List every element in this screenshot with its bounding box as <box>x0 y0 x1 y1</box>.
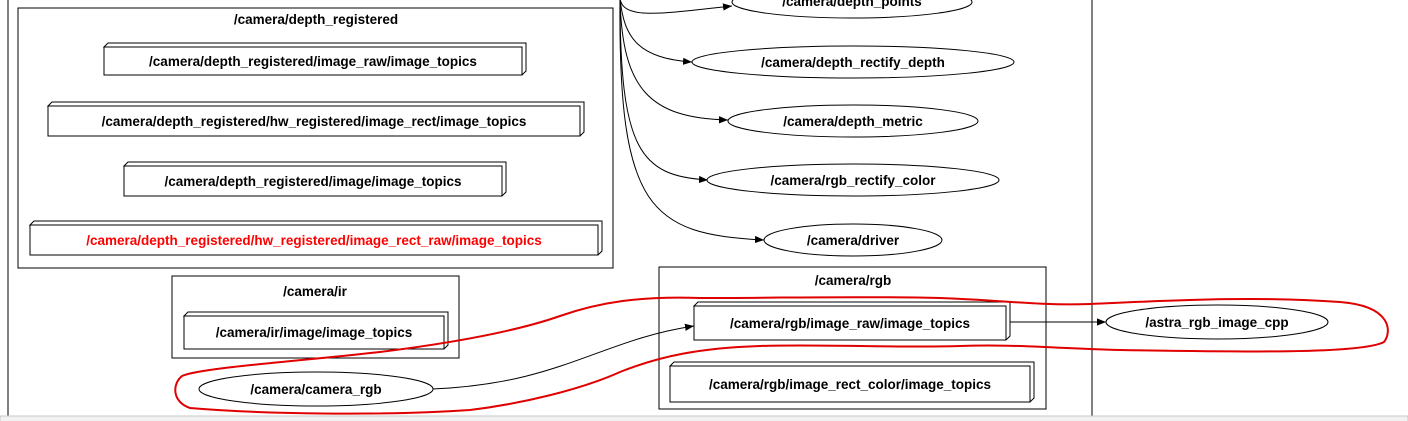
cluster-rgb-label: /camera/rgb <box>815 273 892 288</box>
topic-label: /camera/ir/image/image_topics <box>216 325 413 340</box>
cluster-depth-registered-label: /camera/depth_registered <box>234 12 398 27</box>
topic-box-dr-hw-image-rect[interactable]: /camera/depth_registered/hw_registered/i… <box>46 101 585 137</box>
topic-box-dr-hw-image-rect-raw[interactable]: /camera/depth_registered/hw_registered/i… <box>28 220 603 256</box>
node-astra-rgb-image-cpp[interactable]: /astra_rgb_image_cpp <box>1105 304 1329 340</box>
node-label: /camera/camera_rgb <box>250 382 381 397</box>
node-label: /camera/driver <box>807 233 900 248</box>
topic-box-ir-image[interactable]: /camera/ir/image/image_topics <box>182 311 449 350</box>
topic-box-dr-image-raw[interactable]: /camera/depth_registered/image_raw/image… <box>102 42 527 76</box>
node-depth-metric[interactable]: /camera/depth_metric <box>727 104 979 138</box>
edge-to-rgb-rectify-color <box>619 0 709 184</box>
topic-label: /camera/depth_registered/hw_registered/i… <box>86 233 541 248</box>
node-label: /astra_rgb_image_cpp <box>1145 315 1288 330</box>
node-camera-rgb[interactable]: /camera/camera_rgb <box>198 371 434 407</box>
node-rgb-rectify-color[interactable]: /camera/rgb_rectify_color <box>706 163 1000 197</box>
topic-box-rgb-image-raw[interactable]: /camera/rgb/image_raw/image_topics <box>692 301 1011 341</box>
edge-camera-rgb-to-image-raw <box>431 323 695 390</box>
node-label: /camera/depth_rectify_depth <box>761 55 945 70</box>
cluster-rgb: /camera/rgb <box>658 266 1047 410</box>
edge-to-driver <box>619 0 765 244</box>
node-driver[interactable]: /camera/driver <box>763 223 943 257</box>
topic-label: /camera/depth_registered/image/image_top… <box>164 174 461 189</box>
bottom-status-strip <box>0 415 1408 421</box>
node-depth-points[interactable]: /camera/depth_points <box>731 0 973 19</box>
cluster-depth-registered: /camera/depth_registered <box>17 7 614 269</box>
node-depth-rectify-depth[interactable]: /camera/depth_rectify_depth <box>691 45 1015 79</box>
edge-to-depth-metric <box>619 0 729 124</box>
edge-to-depth-points <box>619 0 733 14</box>
node-label: /camera/depth_metric <box>783 114 923 129</box>
red-annotation-outline <box>174 296 1389 415</box>
topic-box-dr-image[interactable]: /camera/depth_registered/image/image_top… <box>122 161 507 197</box>
topic-label: /camera/depth_registered/image_raw/image… <box>149 54 477 69</box>
cluster-ir-label: /camera/ir <box>283 284 348 299</box>
node-label: /camera/depth_points <box>782 0 922 9</box>
edges <box>431 0 1106 390</box>
node-label: /camera/rgb_rectify_color <box>770 173 936 188</box>
topic-label: /camera/rgb/image_raw/image_topics <box>730 316 970 331</box>
topic-label: /camera/rgb/image_rect_color/image_topic… <box>709 377 991 392</box>
topic-box-rgb-image-rect-color[interactable]: /camera/rgb/image_rect_color/image_topic… <box>668 361 1035 403</box>
edge-to-depth-rectify-depth <box>619 0 693 65</box>
topic-label: /camera/depth_registered/hw_registered/i… <box>102 114 527 129</box>
